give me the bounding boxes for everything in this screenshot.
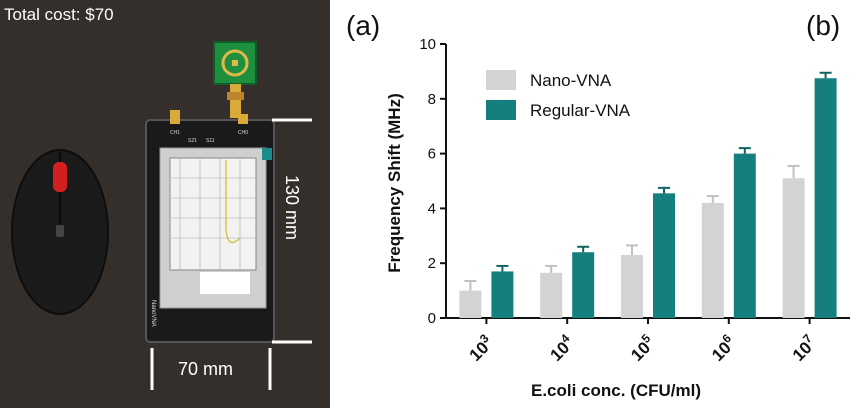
- bar-nano-vna: [701, 202, 724, 318]
- legend-swatch: [486, 70, 516, 90]
- y-tick-label: 2: [428, 255, 436, 272]
- port-label: CH1: [170, 130, 180, 136]
- dimension-lines: [150, 118, 312, 390]
- device-photo: Total cost: $70 130 mm 70 mm NanoVNA CH1…: [0, 0, 330, 408]
- port-label: S11: [206, 138, 215, 144]
- legend-swatch: [486, 100, 516, 120]
- height-dimension-label: 130 mm: [282, 175, 302, 240]
- x-axis-title: E.coli conc. (CFU/ml): [531, 381, 701, 400]
- port-labels: CH1 S21 S11 CH0: [170, 130, 248, 144]
- y-tick-label: 6: [428, 146, 436, 163]
- x-tick-label: 106: [706, 331, 740, 365]
- bar-chart: 0 2 4 6 8 10 103 104 105 106 107 Nano-VNA Regular-VN…: [385, 36, 850, 400]
- panel-label-a: (a): [346, 10, 381, 41]
- bar-regular-vna: [491, 271, 514, 318]
- port-label: S21: [188, 138, 197, 144]
- panel-label-b: (b): [806, 10, 841, 41]
- y-tick-label: 8: [428, 91, 436, 108]
- port-label: CH0: [238, 130, 248, 136]
- x-tick-label: 104: [544, 331, 578, 365]
- x-tick-label: 103: [464, 331, 498, 365]
- y-axis-title: Frequency Shift (MHz): [385, 93, 404, 272]
- total-cost-label: Total cost: $70: [4, 5, 114, 24]
- x-tick-label: 105: [625, 331, 659, 365]
- bar-regular-vna: [733, 153, 756, 318]
- antenna-sensor: [213, 41, 257, 118]
- y-tick-label: 10: [419, 36, 436, 53]
- width-dimension-label: 70 mm: [178, 359, 233, 379]
- y-tick-label: 0: [428, 310, 436, 327]
- legend-label: Regular-VNA: [530, 101, 631, 120]
- computer-mouse: [11, 149, 109, 315]
- bar-regular-vna: [572, 252, 595, 318]
- x-tick-label: 107: [787, 331, 821, 365]
- legend-label: Nano-VNA: [530, 71, 612, 90]
- bar-regular-vna: [653, 193, 675, 318]
- device-brand-label: NanoVNA: [150, 300, 156, 327]
- bar-regular-vna: [814, 78, 837, 318]
- nanovna-device: [145, 110, 275, 343]
- bar-nano-vna: [782, 178, 805, 318]
- y-tick-label: 4: [428, 200, 436, 217]
- bar-nano-vna: [540, 272, 563, 318]
- bar-nano-vna: [621, 254, 643, 318]
- bar-nano-vna: [459, 290, 482, 318]
- plot-area: 0 2 4 6 8 10 103 104 105 106 107 Nano-VNA Regular-VN…: [419, 36, 850, 365]
